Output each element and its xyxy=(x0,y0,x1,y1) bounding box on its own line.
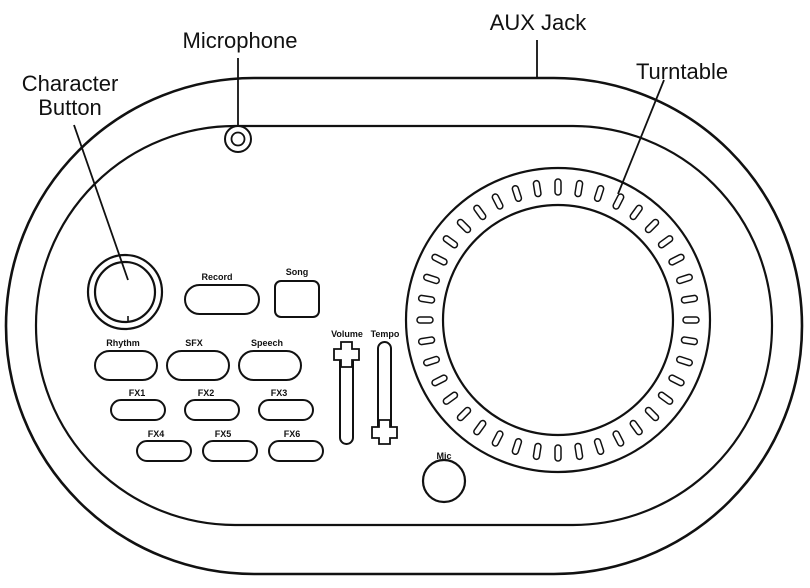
turntable-grip xyxy=(612,430,625,447)
fx5-label: FX5 xyxy=(214,429,232,439)
control-panel xyxy=(34,124,774,527)
turntable-grip xyxy=(657,235,674,249)
turntable-grip xyxy=(668,253,685,266)
turntable-grip xyxy=(680,294,699,304)
turntable-center xyxy=(441,203,675,437)
turntable-grip xyxy=(574,442,584,461)
turntable-grip xyxy=(682,316,700,324)
turntable-grip xyxy=(554,444,562,462)
rhythm-button[interactable] xyxy=(94,350,158,381)
turntable-grip xyxy=(593,184,605,203)
volume-label: Volume xyxy=(331,329,363,339)
character-button-hit[interactable] xyxy=(88,255,162,329)
fx1-button[interactable] xyxy=(110,399,166,421)
mic-button xyxy=(421,458,467,504)
turntable-leader xyxy=(617,79,665,195)
fx2-button[interactable] xyxy=(184,399,240,421)
turntable-grip xyxy=(668,374,685,387)
mic-button-hit[interactable] xyxy=(423,460,465,502)
turntable-grip xyxy=(657,391,674,405)
turntable-grip xyxy=(629,204,643,221)
fx6-label: FX6 xyxy=(283,429,301,439)
song-button[interactable] xyxy=(274,280,320,318)
turntable-grip xyxy=(442,391,459,405)
speech-label: Speech xyxy=(250,338,283,348)
sfx-label: SFX xyxy=(185,338,203,348)
turntable-grip xyxy=(532,442,542,461)
mic-label: Mic xyxy=(436,451,452,461)
turntable-grip xyxy=(574,179,584,198)
character-button-label: Character Button xyxy=(21,71,119,120)
fx5-button[interactable] xyxy=(202,440,258,462)
turntable-grip xyxy=(473,204,487,221)
turntable-grip xyxy=(417,294,436,304)
record-label: Record xyxy=(201,272,233,282)
fx3-button[interactable] xyxy=(258,399,314,421)
turntable-grip xyxy=(554,178,562,196)
fx4-button[interactable] xyxy=(136,440,192,462)
turntable-grips xyxy=(416,178,700,462)
speech-button[interactable] xyxy=(238,350,302,381)
turntable-grip xyxy=(473,419,487,436)
turntable-grip xyxy=(675,355,694,367)
fx2-label: FX2 xyxy=(197,388,215,398)
sfx-button[interactable] xyxy=(166,350,230,381)
turntable-grip xyxy=(491,430,504,447)
tempo-slider-knob xyxy=(371,419,398,445)
turntable-grip xyxy=(593,437,605,456)
turntable-grip xyxy=(422,355,441,367)
turntable-grip xyxy=(442,235,459,249)
turntable-hit[interactable] xyxy=(406,168,710,472)
turntable-grip xyxy=(511,184,523,203)
rhythm-label: Rhythm xyxy=(106,338,140,348)
turntable-grip xyxy=(680,336,699,346)
fx4-label: FX4 xyxy=(147,429,165,439)
turntable-grip xyxy=(532,179,542,198)
aux-jack-label: AUX Jack xyxy=(489,10,587,35)
turntable-grip xyxy=(416,316,434,324)
tempo-label: Tempo xyxy=(370,329,400,339)
turntable-grip xyxy=(431,374,448,387)
turntable-grip xyxy=(456,218,472,234)
fx6-button[interactable] xyxy=(268,440,324,462)
turntable-grip xyxy=(511,437,523,456)
microphone-port xyxy=(224,125,252,153)
turntable-grip xyxy=(417,336,436,346)
device-body xyxy=(4,76,804,576)
turntable-grip xyxy=(644,218,660,234)
character-button xyxy=(86,253,164,331)
song-label: Song xyxy=(285,267,309,277)
microphone-label: Microphone xyxy=(182,28,298,53)
fx3-label: FX3 xyxy=(270,388,288,398)
fx1-label: FX1 xyxy=(128,388,146,398)
turntable-grip xyxy=(675,273,694,285)
turntable-grip xyxy=(431,253,448,266)
turntable-grip xyxy=(612,193,625,210)
record-button[interactable] xyxy=(184,284,260,315)
volume-slider-knob xyxy=(333,341,360,368)
turntable-grip xyxy=(491,193,504,210)
turntable-grip xyxy=(422,273,441,285)
character-button-leader xyxy=(73,124,129,281)
turntable-label: Turntable xyxy=(635,59,729,84)
turntable-grip xyxy=(629,419,643,436)
turntable-platter xyxy=(404,166,712,474)
